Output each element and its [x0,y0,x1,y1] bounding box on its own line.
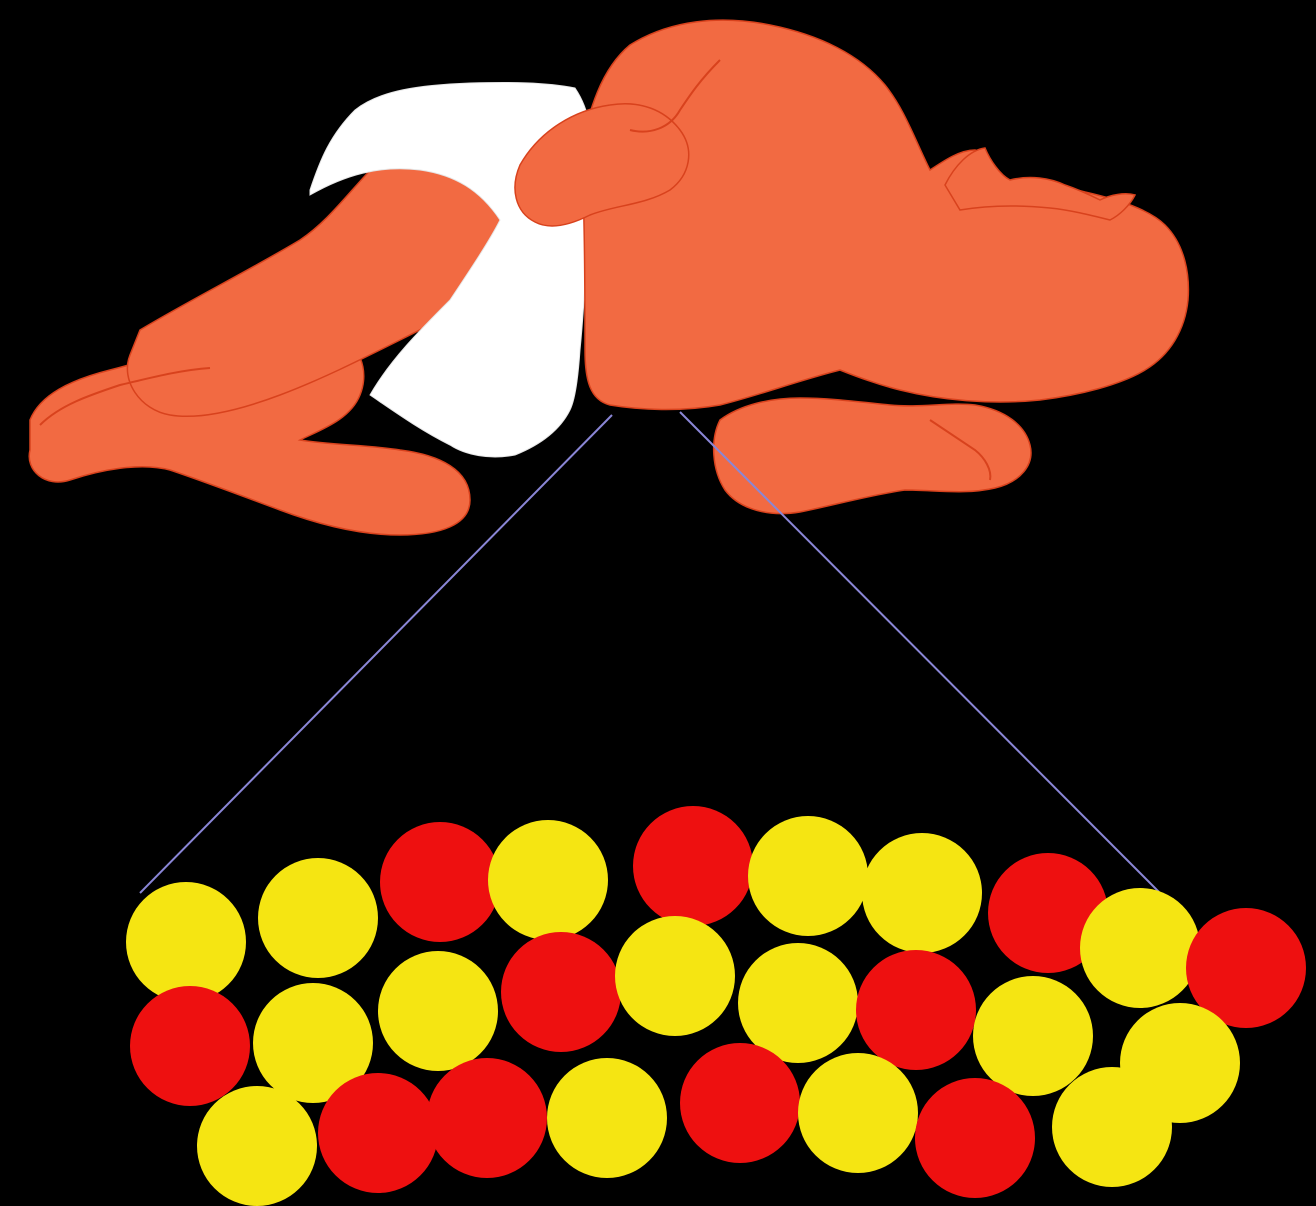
red-cell [680,1043,800,1163]
yellow-cell [1080,888,1200,1008]
yellow-cell [862,833,982,953]
red-cell [501,932,621,1052]
red-cell [130,986,250,1106]
yellow-cell [126,882,246,1002]
red-cell [856,950,976,1070]
yellow-cell [798,1053,918,1173]
red-cell [427,1058,547,1178]
yellow-cell [615,916,735,1036]
red-cell [915,1078,1035,1198]
red-cell [318,1073,438,1193]
red-cell [380,822,500,942]
red-cell [633,806,753,926]
yellow-cell [973,976,1093,1096]
yellow-cell [378,951,498,1071]
yellow-cell [738,943,858,1063]
yellow-cell [488,820,608,940]
yellow-cell [197,1086,317,1206]
baby-arm-lower [714,398,1031,514]
magnified-cells [126,806,1306,1206]
baby-silhouette-icon [29,20,1188,535]
yellow-cell [1052,1067,1172,1187]
yellow-cell [547,1058,667,1178]
yellow-cell [748,816,868,936]
yellow-cell [258,858,378,978]
